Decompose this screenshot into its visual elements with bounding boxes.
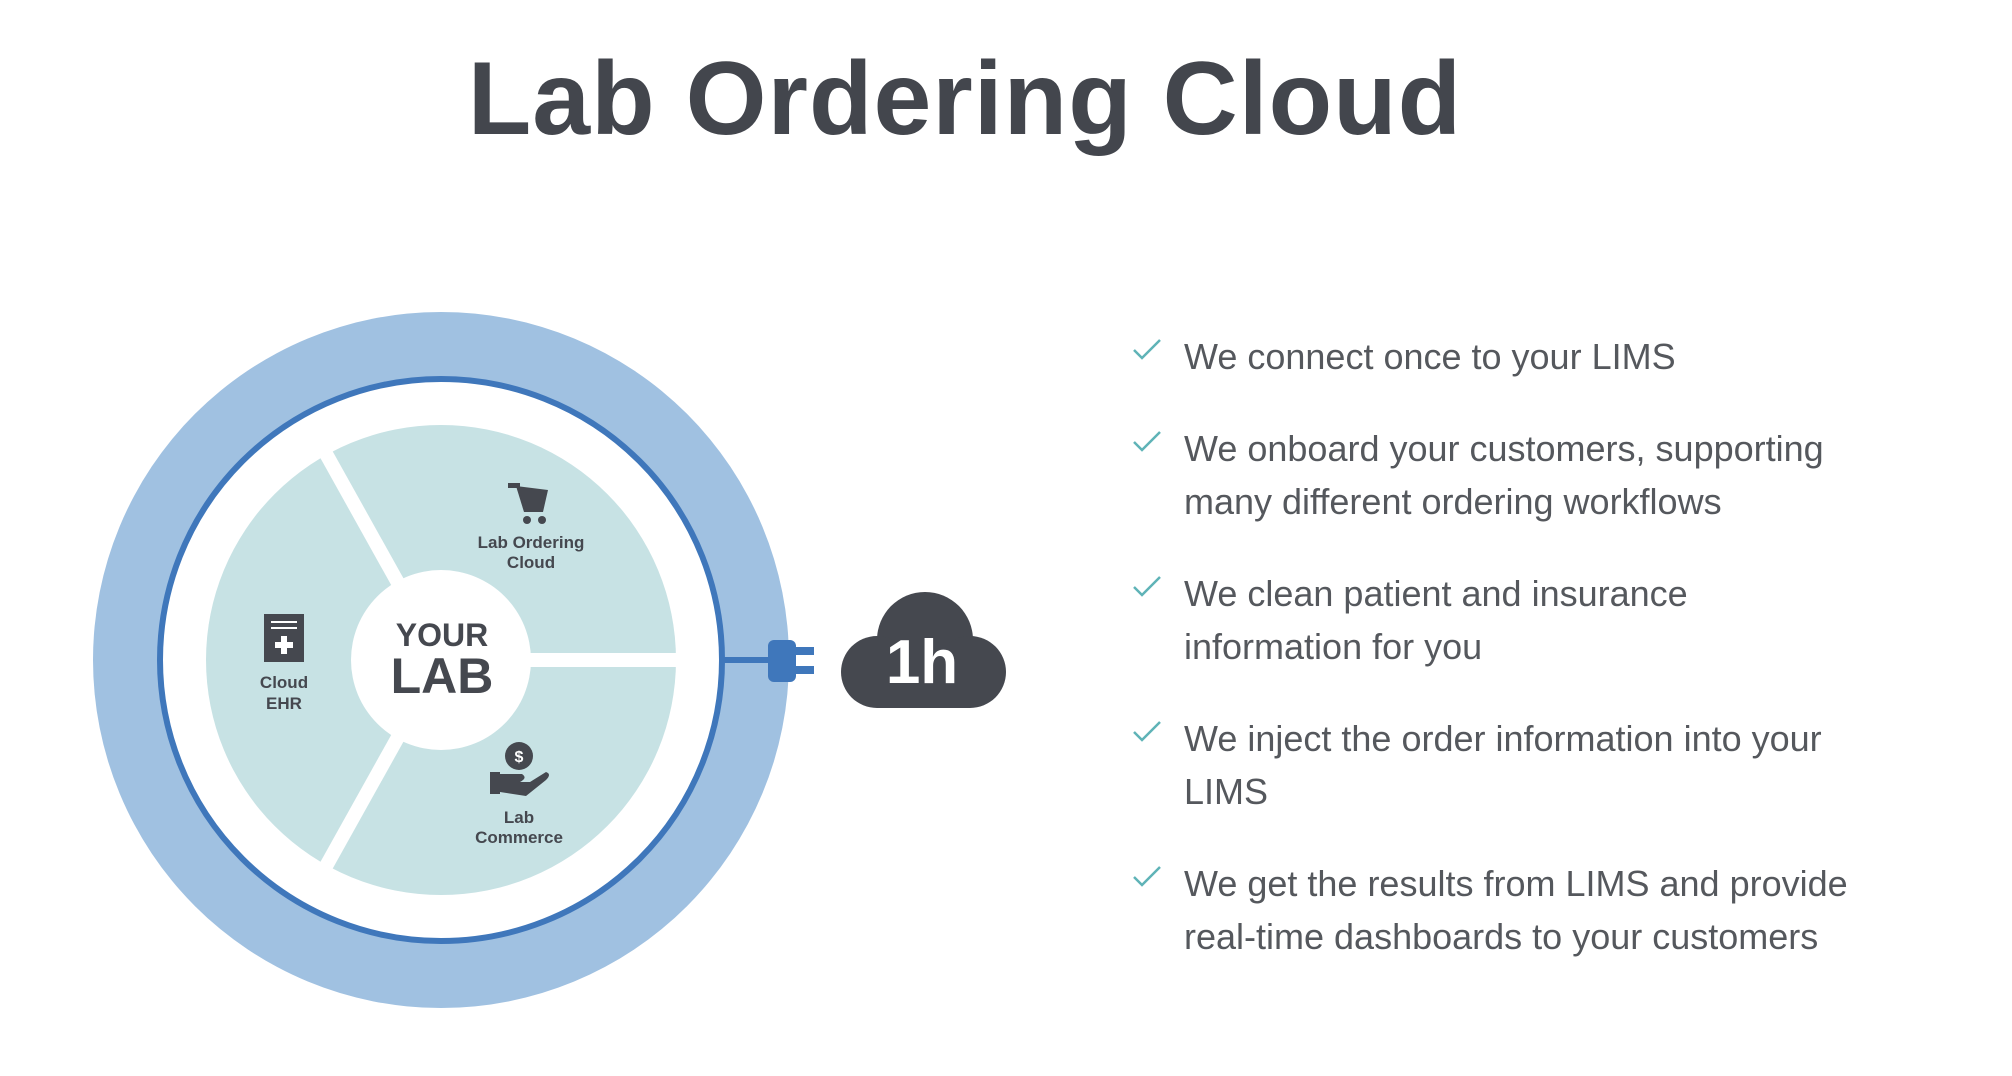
benefit-text: We inject the order information into you… [1184, 718, 1822, 759]
benefit-text: We clean patient and insurance [1184, 573, 1688, 614]
segment-label: Cloud [507, 553, 555, 572]
segment-label: EHR [266, 694, 302, 713]
cloud-badge-label: 1h [886, 628, 958, 697]
benefit-text: many different ordering workflows [1184, 481, 1722, 522]
segment-label: Lab [504, 808, 534, 827]
page-title: Lab Ordering Cloud [467, 41, 1463, 157]
benefit-text: We connect once to your LIMS [1184, 336, 1676, 377]
checkmark-icon [1133, 576, 1161, 597]
segment-label: Commerce [475, 828, 563, 847]
benefits-list: We connect once to your LIMS We onboard y… [1130, 330, 1990, 1002]
center-circle [351, 570, 531, 750]
benefit-text: information for you [1184, 626, 1483, 667]
shopping-cart-icon [508, 483, 548, 524]
svg-text:$: $ [515, 749, 524, 766]
medical-document-icon [264, 614, 304, 662]
benefit-item: We get the results from LIMS and provide… [1130, 857, 1990, 963]
segment-label: Cloud [260, 673, 308, 692]
center-label-lab: LAB [391, 648, 494, 704]
cloud-icon [841, 592, 1006, 708]
checkmark-icon [1133, 339, 1161, 360]
center-label-your: YOUR [396, 617, 488, 653]
benefit-item: We onboard your customers, supporting man… [1130, 422, 1990, 528]
benefit-text: LIMS [1184, 771, 1269, 812]
benefit-item: We inject the order information into you… [1130, 712, 1990, 818]
benefit-text: We get the results from LIMS and provide [1184, 863, 1848, 904]
benefit-item: We clean patient and insurance informatio… [1130, 567, 1990, 673]
checkmark-icon [1133, 866, 1161, 887]
benefit-item: We connect once to your LIMS [1130, 330, 1990, 383]
checkmark-icon [1133, 431, 1161, 452]
benefit-text: We onboard your customers, supporting [1184, 428, 1824, 469]
segment-label: Lab Ordering [478, 533, 585, 552]
hand-coin-icon: $ [490, 742, 549, 796]
checkmark-icon [1133, 721, 1161, 742]
benefit-text: real-time dashboards to your customers [1184, 916, 1819, 957]
plug-icon [768, 640, 814, 682]
